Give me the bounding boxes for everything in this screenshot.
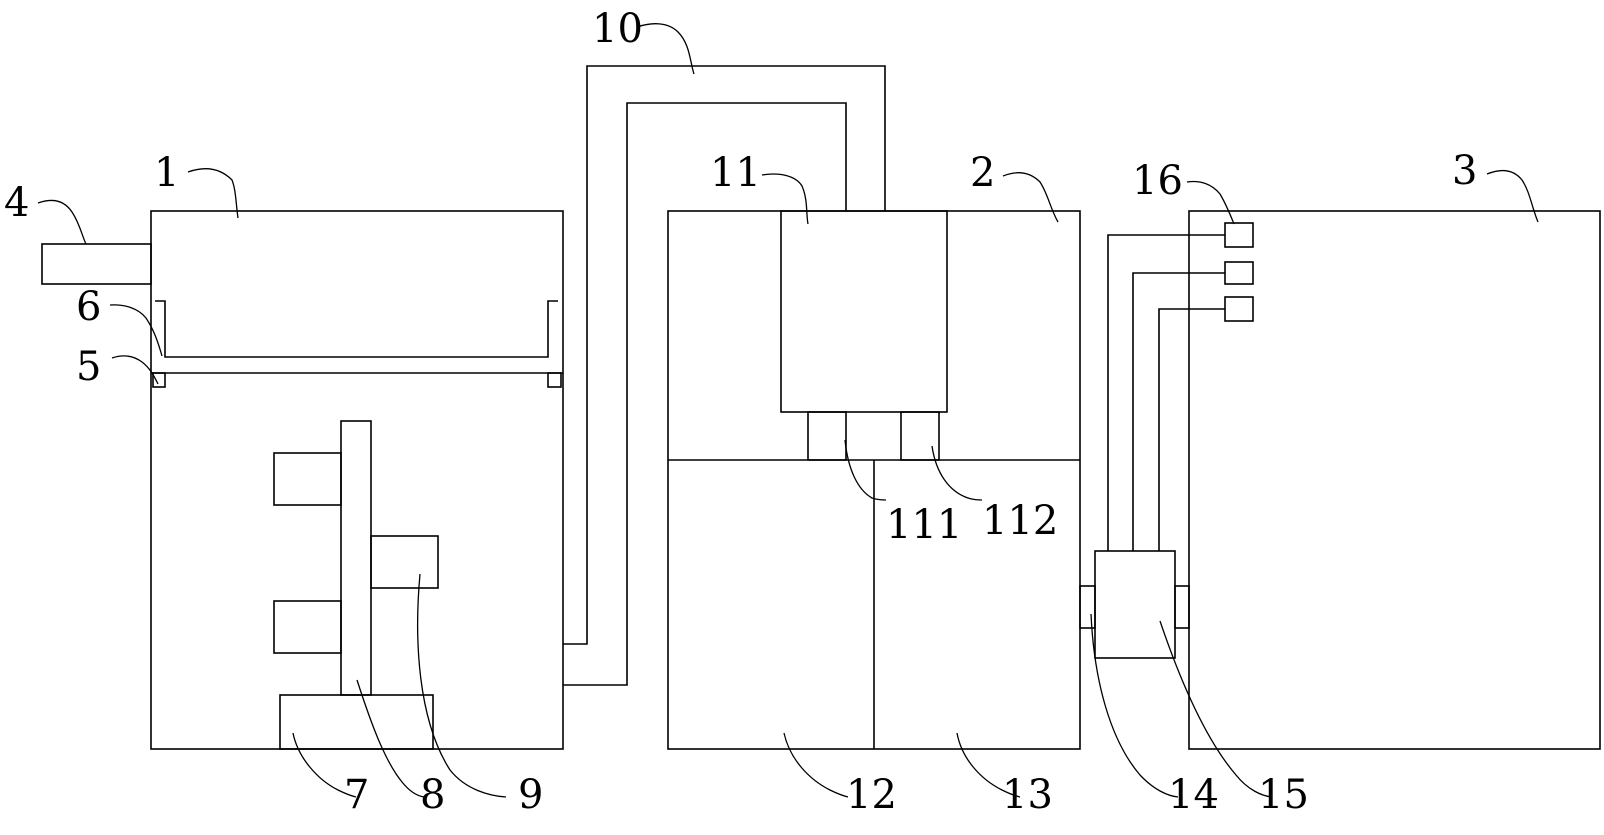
label-12: 12: [846, 772, 897, 818]
label-8: 8: [420, 772, 445, 818]
leader-2: [1002, 171, 1059, 223]
leader-3: [1486, 169, 1539, 223]
unit-1: [41, 210, 564, 750]
blade-lower-left: [273, 600, 342, 654]
label-4: 4: [4, 180, 29, 226]
leader-14: [1090, 613, 1179, 798]
label-6: 6: [76, 284, 101, 330]
label-1: 1: [154, 150, 179, 196]
sensor-16-c: [1224, 296, 1254, 322]
wire-3: [1158, 308, 1225, 551]
leader-111: [844, 439, 887, 501]
box-11: [780, 210, 948, 413]
label-16: 16: [1132, 158, 1183, 204]
wire-2: [1132, 272, 1225, 551]
leader-10: [636, 23, 695, 75]
leader-8: [356, 679, 425, 798]
leader-11: [761, 173, 809, 225]
controller-15: [1094, 550, 1176, 659]
outlet-112: [900, 411, 940, 461]
label-7: 7: [344, 772, 369, 818]
sensor-16-b: [1224, 261, 1254, 285]
base-7: [279, 694, 434, 750]
connector-14-15: [1079, 234, 1225, 659]
pipe-10-inner: [563, 102, 847, 686]
leader-lines: [37, 23, 1539, 798]
leader-12: [783, 732, 849, 798]
tank-3-body: [1188, 210, 1601, 750]
leader-112: [931, 445, 983, 501]
outlet-111: [807, 411, 847, 461]
blade-upper-left: [273, 452, 342, 506]
leader-7: [292, 732, 357, 798]
blade-9: [370, 535, 439, 589]
unit-3: [1188, 210, 1601, 750]
inlet-pipe-4: [41, 243, 152, 285]
tray-6: [155, 300, 558, 358]
shaft-8: [340, 420, 372, 696]
leader-1: [187, 168, 239, 219]
pipe-10-outer: [563, 65, 886, 645]
label-5: 5: [76, 344, 101, 390]
label-15: 15: [1258, 772, 1309, 818]
connector-14-left: [1079, 585, 1096, 629]
bracket-5-left: [152, 372, 166, 388]
leader-4: [37, 199, 87, 245]
label-112: 112: [982, 498, 1058, 544]
leader-5: [111, 355, 159, 385]
label-14: 14: [1168, 772, 1219, 818]
reference-labels: 1 2 3 4 5 6 7 8 9 10 11 111 112 12 13 14…: [4, 6, 1477, 818]
connector-14-right: [1174, 585, 1190, 629]
leader-13: [956, 732, 1021, 798]
label-3: 3: [1452, 148, 1477, 194]
unit-2: [667, 210, 1081, 750]
pipe-10: [563, 65, 886, 686]
label-11: 11: [710, 150, 761, 196]
leader-16: [1186, 180, 1235, 225]
label-111: 111: [886, 502, 962, 548]
label-9: 9: [518, 772, 543, 818]
leader-6: [109, 304, 163, 357]
label-10: 10: [592, 6, 643, 52]
sensor-16-a: [1224, 222, 1254, 248]
label-2: 2: [970, 150, 995, 196]
leader-15: [1159, 620, 1273, 798]
bracket-5-right: [547, 372, 562, 388]
tank-1-body: [150, 210, 564, 750]
leader-9: [417, 573, 507, 798]
wire-1: [1107, 234, 1225, 551]
label-13: 13: [1002, 772, 1053, 818]
